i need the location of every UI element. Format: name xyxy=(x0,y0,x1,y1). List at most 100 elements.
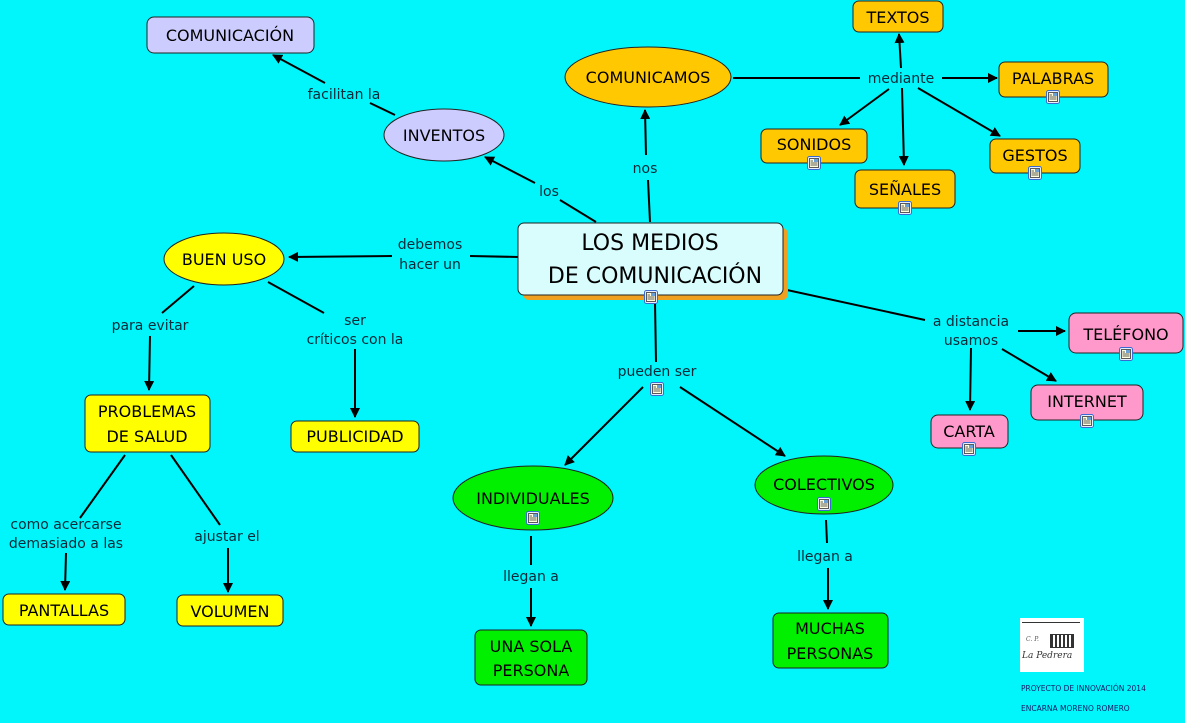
line-mediante-senales xyxy=(898,87,909,166)
concept-publicidad[interactable]: PUBLICIDAD xyxy=(290,420,420,453)
line-buenuso-ser xyxy=(267,281,325,314)
link-label-nos: nos xyxy=(633,161,658,177)
line-facilitan-comunicacion xyxy=(272,54,326,84)
concept-gestos[interactable]: GESTOS xyxy=(989,138,1081,180)
connections xyxy=(60,33,1066,627)
resource-icon[interactable] xyxy=(898,201,912,215)
concept-sonidos[interactable]: SONIDOS xyxy=(760,128,868,170)
concept-colectivos[interactable]: COLECTIVOS xyxy=(754,455,894,515)
svg-text:INDIVIDUALES: INDIVIDUALES xyxy=(476,489,590,508)
logo-building xyxy=(1050,634,1074,648)
concept-los-medios-de-comunicacion[interactable]: LOS MEDIOS DE COMUNICACIÓN xyxy=(517,222,788,304)
resource-icon[interactable] xyxy=(817,497,831,511)
link-label-distancia-2: usamos xyxy=(944,333,998,349)
svg-text:BUEN USO: BUEN USO xyxy=(182,250,266,269)
svg-text:GESTOS: GESTOS xyxy=(1002,146,1067,165)
resource-icon[interactable] xyxy=(962,442,976,456)
svg-text:PERSONA: PERSONA xyxy=(493,661,570,680)
line-los-inventos xyxy=(484,156,536,184)
svg-text:SEÑALES: SEÑALES xyxy=(869,180,941,199)
line-center-los xyxy=(559,199,597,223)
svg-text:COLECTIVOS: COLECTIVOS xyxy=(773,475,875,494)
resource-icon[interactable] xyxy=(650,382,664,396)
svg-text:VOLUMEN: VOLUMEN xyxy=(191,602,270,621)
svg-text:COMUNICACIÓN: COMUNICACIÓN xyxy=(166,26,294,45)
concept-senales[interactable]: SEÑALES xyxy=(854,169,956,215)
line-center-debemos xyxy=(469,255,519,258)
line-center-nos xyxy=(647,179,651,223)
line-debemos-buenuso xyxy=(288,251,393,262)
link-label-llegan-a-2: llegan a xyxy=(797,549,853,565)
concept-comunicacion[interactable]: COMUNICACIÓN xyxy=(146,16,315,54)
svg-text:UNA SOLA: UNA SOLA xyxy=(490,637,573,656)
line-mediante-textos xyxy=(894,33,905,69)
svg-text:MUCHAS: MUCHAS xyxy=(795,619,865,638)
resource-icon[interactable] xyxy=(807,156,821,170)
link-label-los: los xyxy=(539,184,559,200)
line-mediante-sonidos xyxy=(839,88,890,126)
svg-text:PALABRAS: PALABRAS xyxy=(1012,69,1094,88)
concept-internet[interactable]: INTERNET xyxy=(1030,384,1144,428)
line-pueden-individuales xyxy=(564,386,644,466)
line-problemas-como xyxy=(79,454,126,519)
resource-icon[interactable] xyxy=(526,511,540,525)
link-label-ser-1: ser xyxy=(344,313,366,329)
concept-telefono[interactable]: TELÉFONO xyxy=(1068,312,1184,361)
line-buenuso-para xyxy=(161,285,195,314)
concept-palabras[interactable]: PALABRAS xyxy=(998,61,1109,104)
line-inventos-facilitan xyxy=(369,102,396,116)
center-title-line1: LOS MEDIOS xyxy=(581,231,718,256)
concept-volumen[interactable]: VOLUMEN xyxy=(176,594,284,627)
svg-text:TEXTOS: TEXTOS xyxy=(865,8,929,27)
resource-icon[interactable] xyxy=(1119,347,1133,361)
line-para-problemas xyxy=(144,335,155,391)
svg-text:COMUNICAMOS: COMUNICAMOS xyxy=(586,68,711,87)
line-mediante-gestos xyxy=(917,87,1001,137)
concept-pantallas[interactable]: PANTALLAS xyxy=(2,593,126,626)
line-center-distancia xyxy=(786,289,926,321)
svg-text:SONIDOS: SONIDOS xyxy=(777,135,852,154)
line-pueden-colectivos xyxy=(679,386,786,457)
concept-inventos[interactable]: INVENTOS xyxy=(383,108,505,162)
resource-icon[interactable] xyxy=(1080,414,1094,428)
concept-individuales[interactable]: INDIVIDUALES xyxy=(452,465,614,531)
link-label-facilitan: facilitan la xyxy=(308,87,381,103)
link-label-llegan-a-1: llegan a xyxy=(503,569,559,585)
svg-text:INVENTOS: INVENTOS xyxy=(403,126,485,145)
line-distancia-internet xyxy=(1001,348,1057,382)
school-logo: C. P. La Pedrera xyxy=(1020,618,1084,672)
resource-icon[interactable] xyxy=(1046,90,1060,104)
resource-icon[interactable] xyxy=(644,290,658,304)
line-distancia-carta xyxy=(965,347,976,411)
svg-text:PERSONAS: PERSONAS xyxy=(787,644,874,663)
link-label-para-evitar: para evitar xyxy=(112,318,189,334)
link-label-como-2: demasiado a las xyxy=(9,536,123,552)
concept-textos[interactable]: TEXTOS xyxy=(852,0,944,33)
concept-una-sola-persona[interactable]: UNA SOLA PERSONA xyxy=(474,629,588,686)
line-como-pantallas xyxy=(60,552,71,591)
link-label-pueden-ser: pueden ser xyxy=(618,364,697,380)
center-title-line2: DE COMUNICACIÓN xyxy=(548,263,762,289)
svg-text:PANTALLAS: PANTALLAS xyxy=(19,601,109,620)
link-label-debemos-2: hacer un xyxy=(399,257,461,273)
concept-problemas-de-salud[interactable]: PROBLEMAS DE SALUD xyxy=(84,394,211,453)
svg-text:CARTA: CARTA xyxy=(943,422,995,441)
svg-text:INTERNET: INTERNET xyxy=(1047,392,1127,411)
logo-school-name: La Pedrera xyxy=(1022,651,1073,661)
link-label-debemos-1: debemos xyxy=(398,237,463,253)
resource-icon[interactable] xyxy=(1028,166,1042,180)
svg-text:PUBLICIDAD: PUBLICIDAD xyxy=(306,427,403,446)
link-label-ser-2: críticos con la xyxy=(307,332,404,348)
concept-buen-uso[interactable]: BUEN USO xyxy=(163,232,285,286)
link-label-como-1: como acercarse xyxy=(10,517,121,533)
project-credit: PROYECTO DE INNOVACIÓN 2014 xyxy=(1021,684,1146,693)
concept-muchas-personas[interactable]: MUCHAS PERSONAS xyxy=(772,612,889,669)
concept-carta[interactable]: CARTA xyxy=(930,414,1009,456)
link-labels: facilitan la los nos mediante debemos ha… xyxy=(9,71,1009,585)
concept-comunicamos[interactable]: COMUNICAMOS xyxy=(564,46,732,108)
line-nos-comunicamos xyxy=(640,109,651,156)
svg-text:DE SALUD: DE SALUD xyxy=(106,427,187,446)
author-credit: ENCARNA MORENO ROMERO xyxy=(1021,704,1130,713)
svg-text:TELÉFONO: TELÉFONO xyxy=(1082,325,1168,344)
